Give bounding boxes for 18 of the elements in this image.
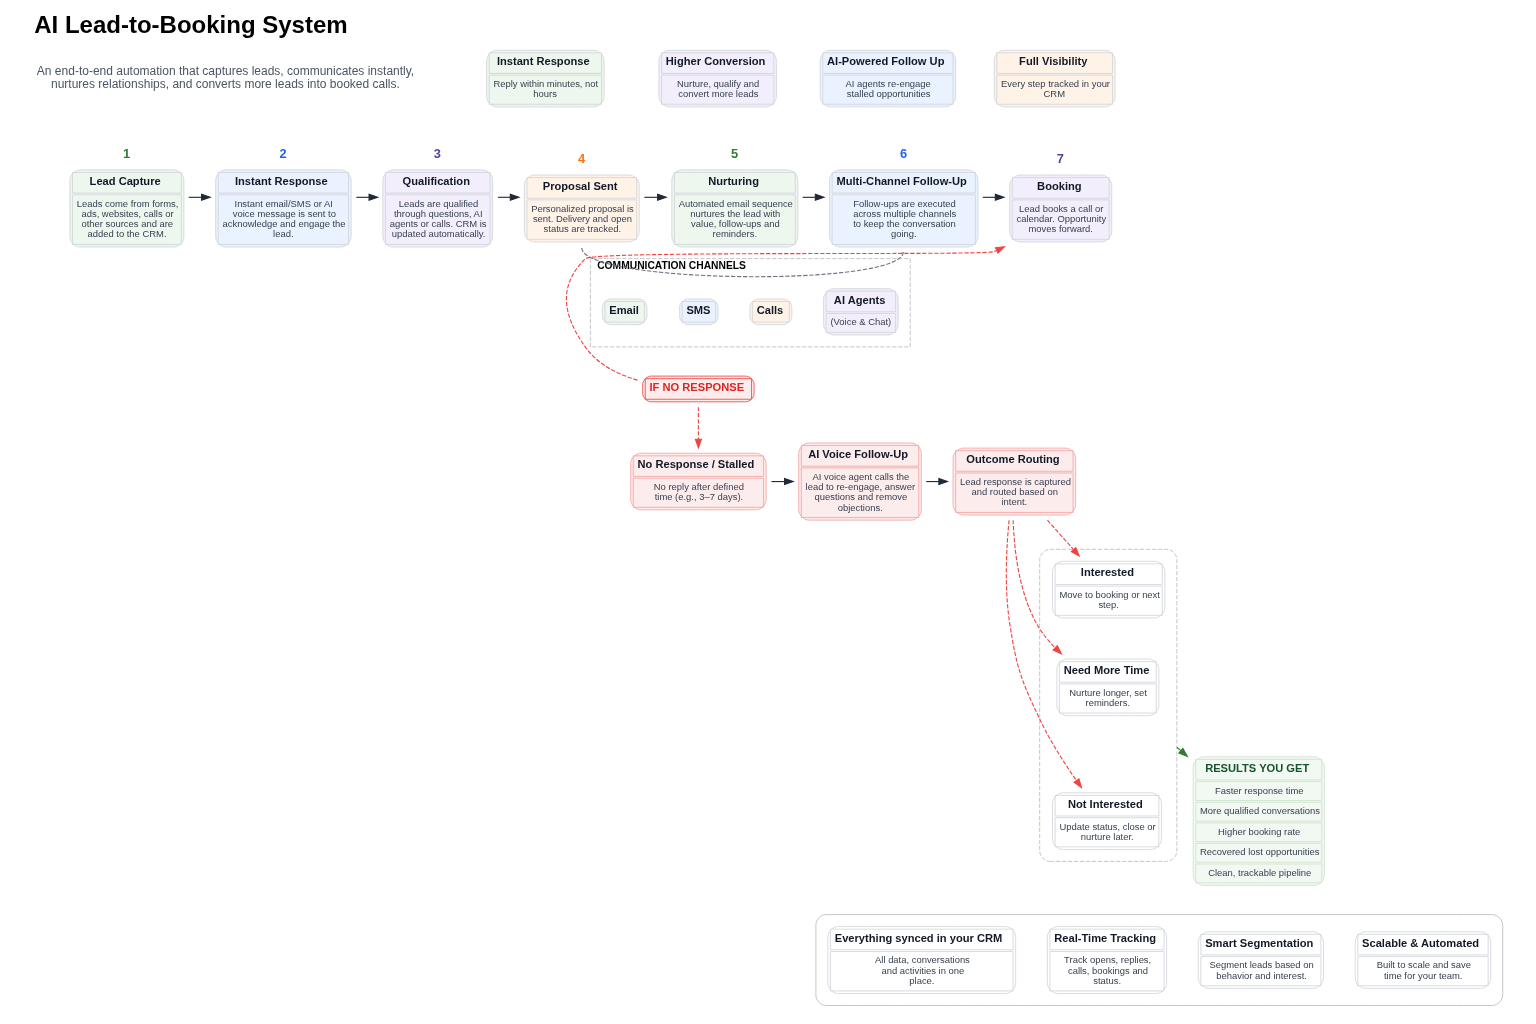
label: An end-to-end automation that captures leads, communicates instantly, nurtures relationships, and converts more leads into booked calls.	[36, 64, 414, 92]
arrow	[1012, 519, 1063, 656]
diagram-title: AI Lead-to-Booking System	[33, 11, 348, 39]
arrow	[565, 246, 1006, 381]
cluster	[814, 914, 1503, 1006]
node-label: 5	[730, 145, 738, 161]
arrow	[694, 406, 702, 450]
connector	[580, 247, 904, 278]
arrow	[643, 193, 668, 202]
arrow	[770, 477, 795, 486]
node-label: 7	[1056, 151, 1064, 167]
arrow	[1046, 519, 1080, 558]
node-label: 2	[279, 145, 287, 161]
node-label: 1	[122, 145, 130, 161]
node-label: 3	[433, 145, 441, 161]
arrow	[1005, 519, 1082, 789]
node-label: 4	[577, 151, 585, 167]
node-label: 6	[899, 145, 907, 161]
